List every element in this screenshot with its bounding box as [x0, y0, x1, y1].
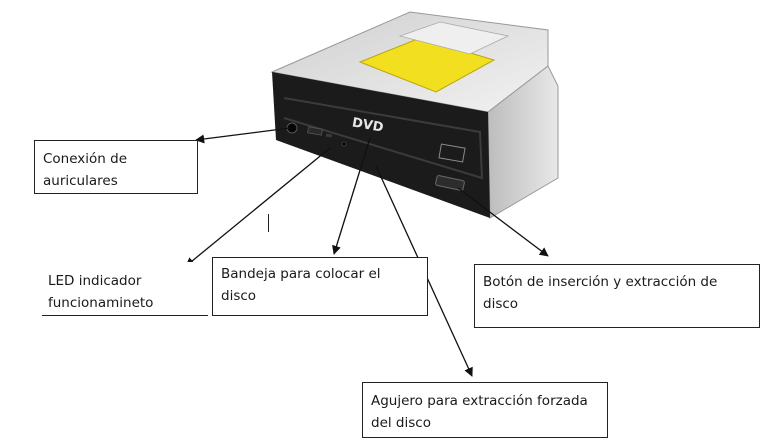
label-line: Bandeja para colocar el — [221, 266, 381, 282]
label-line: auriculares — [43, 173, 118, 189]
label-boton-insercion-extraccion: Botón de inserción y extracción de disco — [474, 264, 760, 328]
cd-logo — [438, 143, 466, 163]
disc-tray — [283, 97, 484, 180]
dvd-drive-illustration: DVD — [270, 11, 559, 219]
label-line: LED indicador — [48, 273, 142, 289]
label-line: del disco — [371, 415, 431, 431]
volume-control — [307, 126, 323, 136]
label-led-indicador: LED indicador funcionamineto — [42, 262, 208, 316]
label-agujero-extraccion-forzada: Agujero para extracción forzada del disc… — [362, 382, 608, 438]
label-line: Agujero para extracción forzada — [371, 393, 588, 409]
arrow-boton — [457, 187, 549, 257]
label-conexion-auriculares: Conexión de auriculares — [34, 140, 198, 194]
status-led — [325, 133, 333, 138]
label-line: disco — [221, 288, 257, 304]
arrow-auriculares — [195, 127, 291, 144]
label-line: funcionamineto — [48, 295, 154, 311]
label-bandeja: Bandeja para colocar el disco — [212, 257, 428, 316]
dvd-logo: DVD — [351, 115, 385, 135]
label-line: Botón de inserción y extracción de — [483, 274, 718, 290]
eject-button — [435, 175, 465, 191]
text-cursor-mark — [268, 214, 269, 232]
label-line: Conexión de — [43, 151, 128, 167]
arrow-led — [185, 147, 331, 267]
label-line: disco — [483, 296, 519, 312]
emergency-eject-hole — [341, 141, 347, 147]
arrow-bandeja — [332, 137, 371, 255]
info-sticker — [398, 21, 510, 55]
